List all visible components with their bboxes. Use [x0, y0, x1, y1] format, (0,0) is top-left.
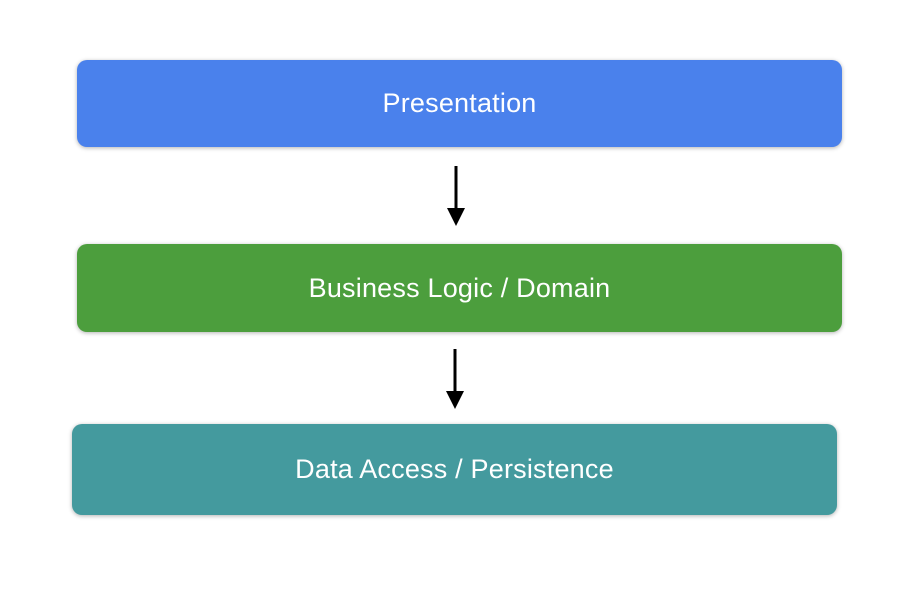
down-arrow-icon — [447, 166, 465, 226]
layer-label-presentation: Presentation — [382, 88, 537, 118]
down-arrow-icon — [446, 349, 464, 409]
layer-label-data-access: Data Access / Persistence — [295, 454, 614, 484]
layer-box-presentation: Presentation — [77, 60, 842, 147]
layer-box-business-logic: Business Logic / Domain — [77, 244, 842, 332]
layer-box-data-access: Data Access / Persistence — [72, 424, 837, 515]
layer-label-business-logic: Business Logic / Domain — [308, 272, 611, 303]
